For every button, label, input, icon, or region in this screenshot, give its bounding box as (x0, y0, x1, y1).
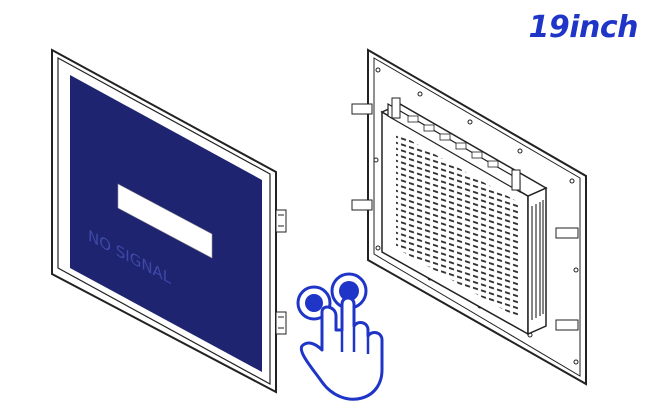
rear-mount-bracket-left-upper (351, 103, 373, 115)
front-mount-bracket-lower (275, 311, 287, 335)
front-monitor: NO SIGNAL (51, 48, 287, 394)
rear-mount-bracket-right-lower (555, 319, 579, 331)
touch-hand-icon (296, 272, 384, 401)
rear-monitor (351, 48, 587, 386)
front-mount-bracket-upper (275, 209, 287, 233)
rear-port-bar (387, 97, 521, 194)
screen-size-label: 19inch (528, 10, 638, 45)
rear-mount-bracket-left-lower (351, 199, 373, 211)
rear-mount-bracket-right-upper (555, 227, 579, 239)
screen-dialog (117, 183, 213, 259)
